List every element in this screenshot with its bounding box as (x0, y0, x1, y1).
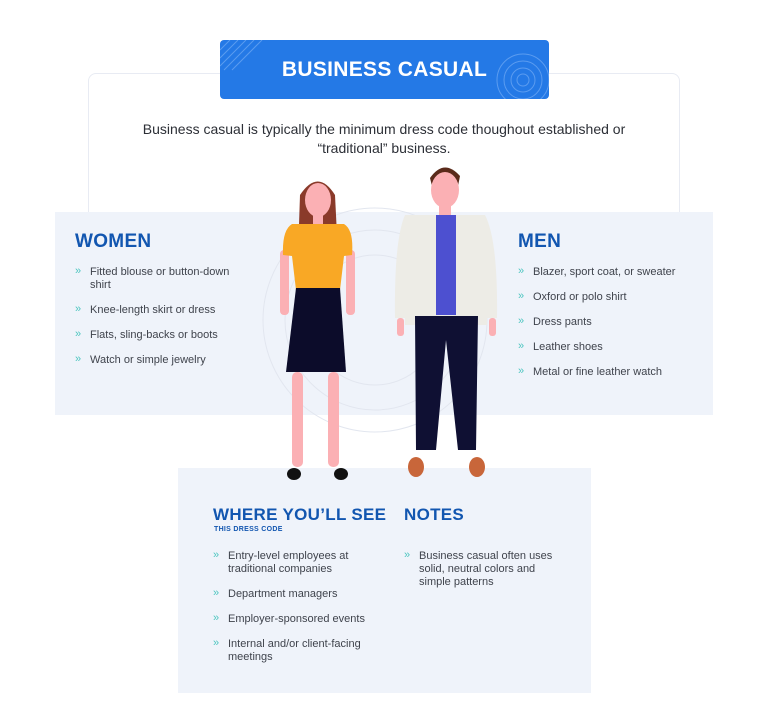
list-item: »Blazer, sport coat, or sweater (518, 265, 676, 278)
notes-heading: NOTES (404, 505, 465, 524)
chevron-icon: » (518, 315, 525, 327)
notes-panel (178, 468, 591, 693)
list-item: »Metal or fine leather watch (518, 365, 663, 378)
notes-list: »Business casual often uses solid, neutr… (404, 549, 564, 601)
where-subheading: THIS DRESS CODE (214, 526, 283, 533)
woman-figure-icon (280, 181, 355, 480)
men-list: »Blazer, sport coat, or sweater »Oxford … (518, 265, 708, 391)
list-item: »Department managers (213, 587, 338, 600)
list-item: »Internal and/or client-facing meetings (213, 637, 361, 663)
chevron-icon: » (518, 340, 525, 352)
list-item: »Watch or simple jewelry (75, 353, 206, 366)
title-banner: BUSINESS CASUAL (220, 40, 549, 99)
men-heading: MEN (518, 231, 562, 252)
banner-decoration-icon (220, 40, 549, 99)
list-item: »Flats, sling-backs or boots (75, 328, 218, 341)
women-list: »Fitted blouse or button-down shirt »Kne… (75, 265, 250, 379)
chevron-icon: » (75, 303, 82, 315)
chevron-icon: » (75, 328, 82, 340)
chevron-icon: » (213, 549, 220, 561)
chevron-icon: » (213, 587, 220, 599)
intro-text: Business casual is typically the minimum… (142, 121, 626, 156)
chevron-icon: » (518, 290, 525, 302)
chevron-icon: » (213, 612, 220, 624)
chevron-icon: » (518, 265, 525, 277)
intro-card (88, 73, 680, 233)
list-item: »Business casual often uses solid, neutr… (404, 549, 553, 588)
list-item: »Leather shoes (518, 340, 603, 353)
chevron-icon: » (75, 353, 82, 365)
women-heading: WOMEN (75, 231, 152, 252)
list-item: »Knee-length skirt or dress (75, 303, 216, 316)
chevron-icon: » (518, 365, 525, 377)
chevron-icon: » (213, 637, 220, 649)
list-item: »Entry-level employees at traditional co… (213, 549, 349, 575)
list-item: »Dress pants (518, 315, 592, 328)
page-title: BUSINESS CASUAL (281, 57, 488, 81)
list-item: »Employer-sponsored events (213, 612, 365, 625)
list-item: »Fitted blouse or button-down shirt (75, 265, 230, 291)
chevron-icon: » (75, 265, 82, 277)
where-heading: WHERE YOU’LL SEE (213, 505, 387, 524)
chevron-icon: » (404, 549, 411, 561)
attire-panel (55, 212, 713, 415)
list-item: »Oxford or polo shirt (518, 290, 627, 303)
man-figure-icon (394, 167, 498, 477)
where-list: »Entry-level employees at traditional co… (213, 549, 383, 676)
